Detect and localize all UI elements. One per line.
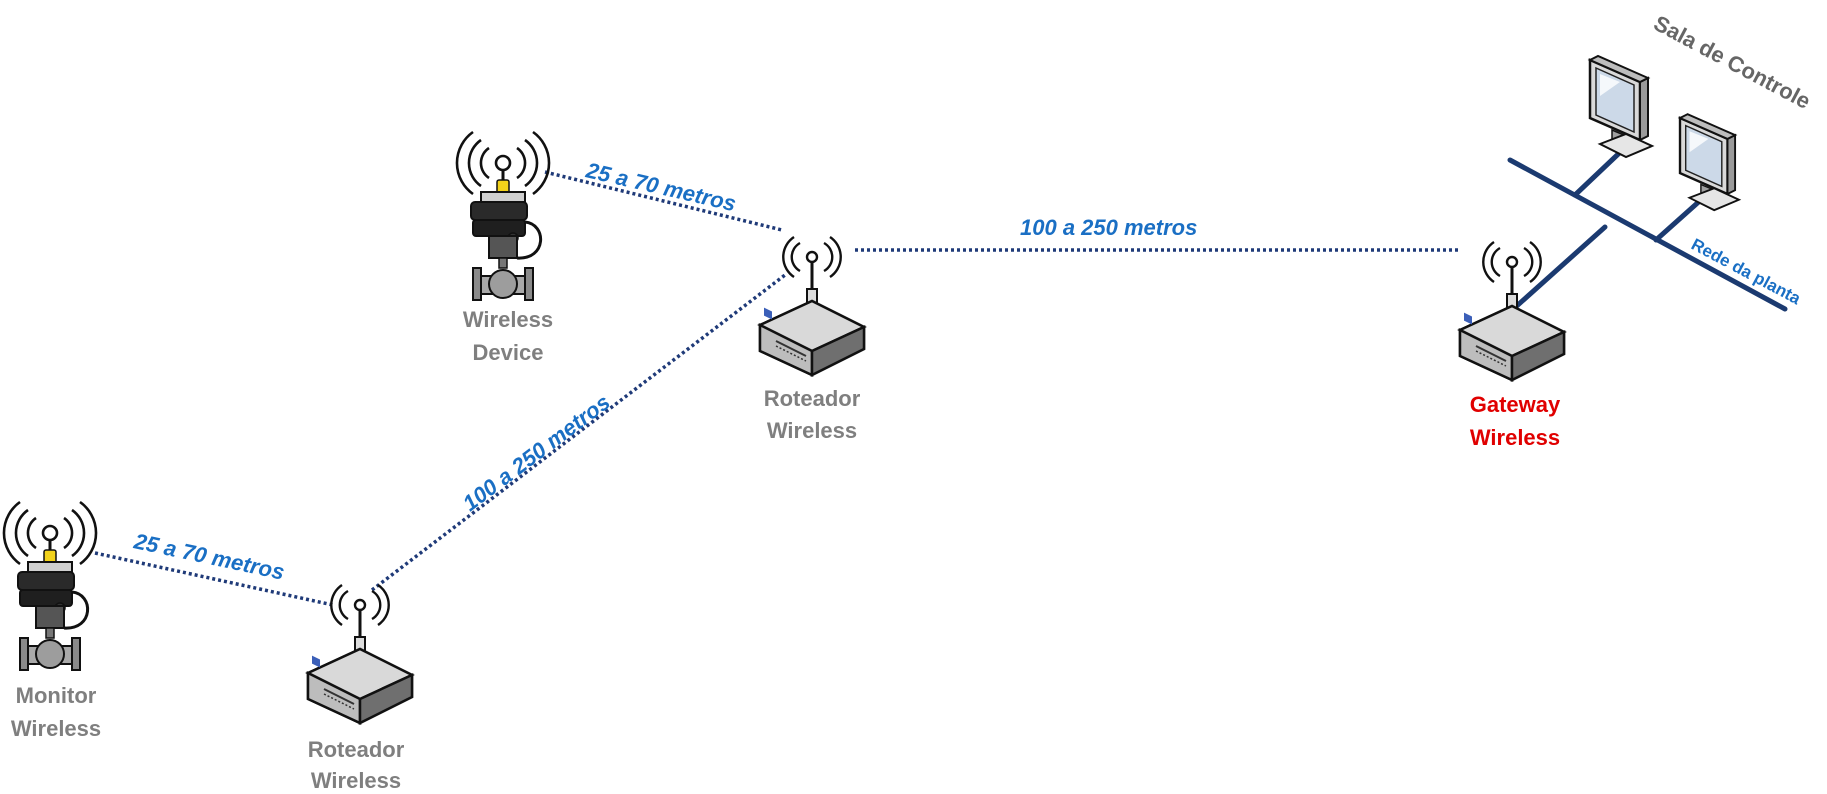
router-top-icon [758,235,866,377]
link-router-bottom-to-router-top [370,273,787,592]
node-label-line: Wireless [463,307,553,332]
distance-label-router-gateway: 100 a 250 metros [1020,215,1197,240]
node-label-line: Device [473,340,544,365]
plant-network-label: Rede da planta [1688,235,1804,309]
node-label-line: Roteador [764,386,861,411]
node-monitor-wireless-label: Monitor Wireless [11,683,101,741]
control-room-computer-icon [1588,54,1654,159]
node-gateway-label: Gateway Wireless [1470,392,1561,450]
wireless-links [94,170,1460,607]
distance-label-device-router: 25 a 70 metros [583,157,739,216]
node-label-line: Gateway [1470,392,1561,417]
node-label-line: Wireless [11,716,101,741]
control-room-computer-icon [1678,113,1741,212]
plant-network-bus [1507,157,1788,312]
plant-network [1507,138,1788,315]
node-router-top-label: Roteador Wireless [764,386,861,443]
link-monitor-to-router-bottom [94,551,334,607]
router-bottom-icon [306,583,414,725]
gateway-icon [1458,240,1566,382]
node-label-line: Wireless [1470,425,1560,450]
node-label-line: Roteador [308,737,405,762]
node-router-bottom-label: Roteador Wireless [308,737,405,793]
node-label-line: Monitor [16,683,97,708]
node-label-line: Wireless [311,768,401,793]
node-label-line: Wireless [767,418,857,443]
monitor-wireless-icon [2,500,98,672]
wireless-device-icon [455,130,551,302]
node-wireless-device-label: Wireless Device [463,307,553,365]
network-drop-gateway [1507,224,1608,315]
distance-label-router-router: 100 a 250 metros [458,389,615,516]
link-device-to-router-top [544,170,783,232]
control-room-label: Sala de Controle [1650,10,1815,114]
